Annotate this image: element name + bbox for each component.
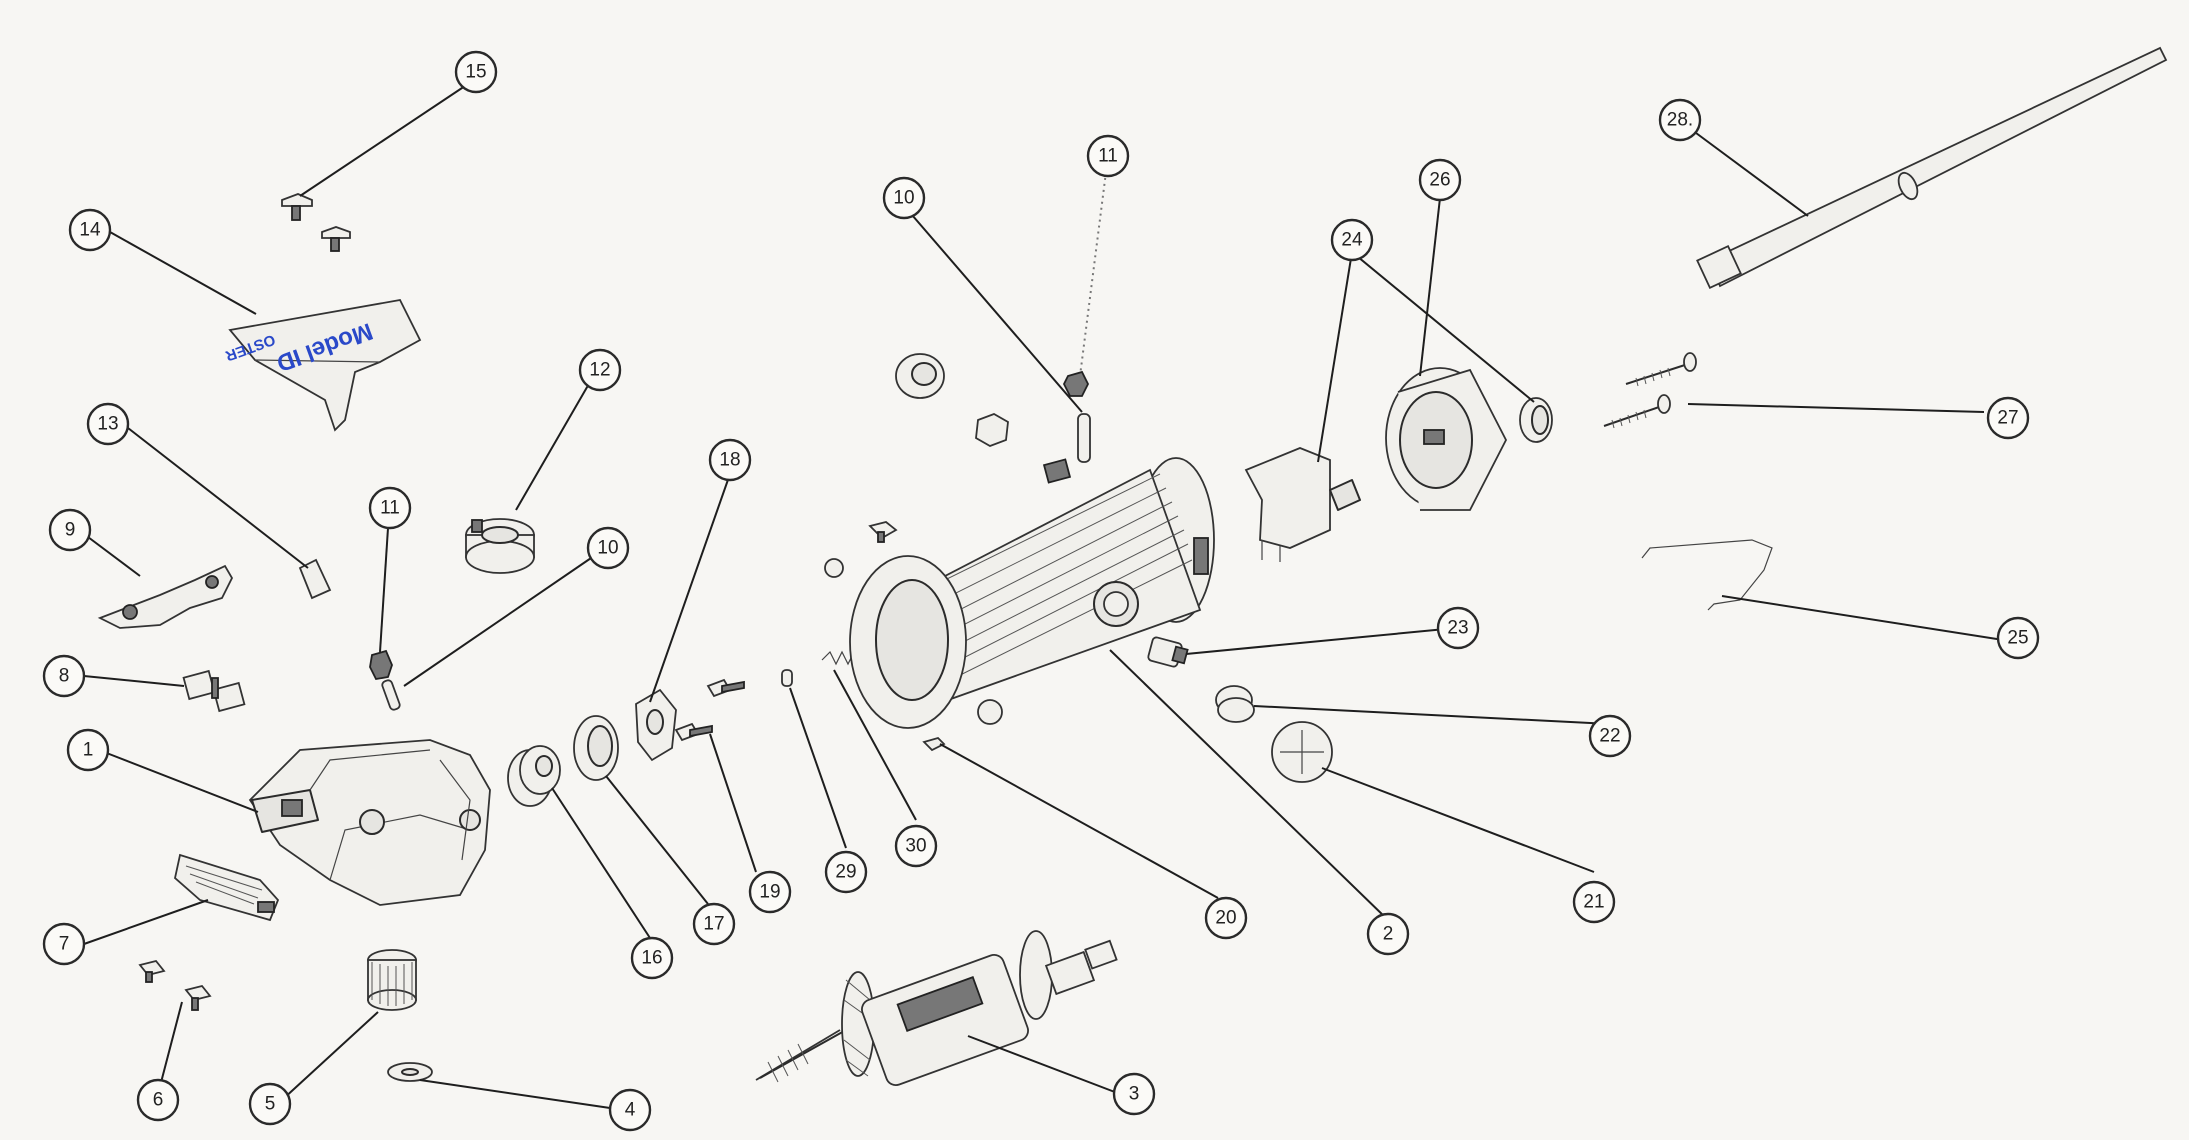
callout-10-left: 10 — [586, 526, 630, 570]
part-23-connector — [1147, 636, 1189, 668]
callout-2: 2 — [1366, 912, 1410, 956]
callout-24: 24 — [1330, 218, 1374, 262]
svg-text:9: 9 — [65, 520, 76, 541]
callout-11-left: 11 — [368, 486, 412, 530]
part-13-clip — [298, 558, 332, 600]
part-28-rod — [1696, 46, 2168, 289]
part-5-gear — [367, 949, 417, 1011]
svg-text:27: 27 — [1997, 408, 2018, 429]
callout-22: 22 — [1588, 714, 1632, 758]
svg-text:5: 5 — [265, 1094, 276, 1115]
part-27-screws — [1603, 352, 1697, 429]
callout-10-right: 10 — [882, 176, 926, 220]
part-3-armature — [755, 930, 1118, 1087]
callout-16: 16 — [630, 936, 674, 980]
part-25-wire — [1641, 539, 1773, 611]
callout-30: 30 — [894, 824, 938, 868]
part-26-end-cap — [1385, 367, 1508, 511]
part-16-bushing — [507, 745, 561, 807]
part-2-motor-frame — [849, 457, 1215, 729]
part-11-nut-right — [1062, 370, 1090, 397]
part-9-lever — [97, 564, 234, 629]
part-4-washer — [387, 1062, 433, 1082]
svg-text:7: 7 — [59, 934, 70, 955]
callout-12: 12 — [578, 348, 622, 392]
part-22-button — [1215, 685, 1255, 723]
part-18-bracket — [635, 688, 677, 762]
svg-text:3: 3 — [1129, 1084, 1140, 1105]
callout-19: 19 — [748, 870, 792, 914]
svg-text:1: 1 — [83, 740, 94, 761]
motor-small-parts — [824, 353, 1072, 752]
svg-text:30: 30 — [905, 836, 926, 857]
svg-text:20: 20 — [1215, 908, 1236, 929]
svg-text:19: 19 — [759, 882, 780, 903]
callout-6: 6 — [136, 1078, 180, 1122]
svg-text:4: 4 — [625, 1100, 636, 1121]
callout-14: 14 — [68, 208, 112, 252]
svg-text:21: 21 — [1583, 892, 1604, 913]
svg-text:10: 10 — [893, 188, 914, 209]
callout-3: 3 — [1112, 1072, 1156, 1116]
part-11-nut-left — [369, 649, 393, 680]
svg-text:28.: 28. — [1667, 110, 1693, 131]
part-1-housing — [248, 739, 491, 906]
part-14-model-id-plate: Model ID OSTER — [223, 298, 422, 432]
svg-text:17: 17 — [703, 914, 724, 935]
svg-text:29: 29 — [835, 862, 856, 883]
callout-29: 29 — [824, 850, 868, 894]
svg-text:12: 12 — [589, 360, 610, 381]
svg-text:26: 26 — [1429, 170, 1450, 191]
callout-8: 8 — [42, 654, 86, 698]
svg-text:16: 16 — [641, 948, 662, 969]
part-10-pin-left — [381, 679, 401, 711]
part-7-blade-holder — [174, 853, 280, 922]
svg-text:18: 18 — [719, 450, 740, 471]
callout-1: 1 — [66, 728, 110, 772]
callout-21: 21 — [1572, 880, 1616, 924]
callout-15: 15 — [454, 50, 498, 94]
svg-text:14: 14 — [79, 220, 101, 241]
svg-text:11: 11 — [380, 498, 400, 519]
svg-text:2: 2 — [1383, 924, 1394, 945]
part-17-ring — [573, 715, 619, 781]
part-15-screws — [281, 193, 351, 252]
part-24-switch — [1244, 397, 1553, 562]
callout-28: 28. — [1658, 98, 1702, 142]
svg-text:6: 6 — [153, 1090, 164, 1111]
callout-4: 4 — [608, 1088, 652, 1132]
part-21-cap — [1271, 721, 1333, 783]
callout-25: 25 — [1996, 616, 2040, 660]
svg-text:8: 8 — [59, 666, 70, 687]
svg-text:23: 23 — [1447, 618, 1468, 639]
callout-23: 23 — [1436, 606, 1480, 650]
svg-text:22: 22 — [1599, 726, 1620, 747]
callout-17: 17 — [692, 902, 736, 946]
callout-7: 7 — [42, 922, 86, 966]
svg-text:10: 10 — [597, 538, 618, 559]
leader-lines — [83, 83, 2017, 1109]
callout-27: 27 — [1986, 396, 2030, 440]
part-19-screws — [674, 678, 745, 742]
callout-13: 13 — [86, 402, 130, 446]
callout-26: 26 — [1418, 158, 1462, 202]
svg-text:15: 15 — [465, 62, 486, 83]
callout-20: 20 — [1204, 896, 1248, 940]
callout-5: 5 — [248, 1082, 292, 1126]
callout-9: 9 — [48, 508, 92, 552]
svg-text:11: 11 — [1098, 146, 1118, 167]
svg-text:13: 13 — [97, 414, 118, 435]
svg-text:24: 24 — [1341, 230, 1363, 251]
callout-11-right: 11 — [1086, 134, 1130, 178]
part-10-pin-right — [1077, 413, 1091, 463]
part-6-screws — [138, 959, 212, 1011]
callout-18: 18 — [708, 438, 752, 482]
svg-text:25: 25 — [2007, 628, 2028, 649]
part-29-roller — [781, 669, 793, 687]
part-8-brushes — [182, 669, 246, 713]
part-12-bearing — [465, 518, 535, 574]
